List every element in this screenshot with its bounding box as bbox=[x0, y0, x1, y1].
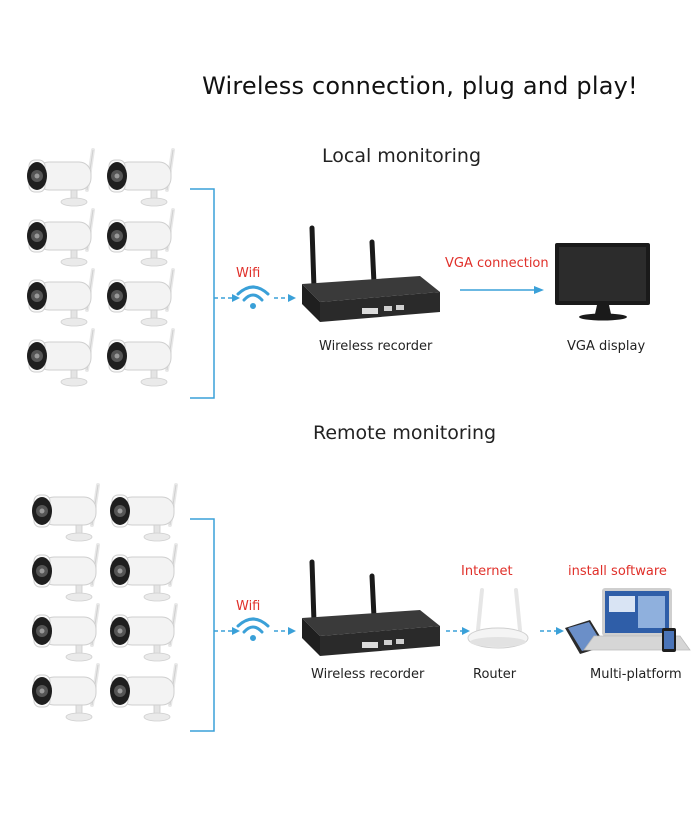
vga-arrow bbox=[460, 286, 544, 294]
local-camera-4 bbox=[105, 208, 175, 268]
vga-display-label: VGA display bbox=[567, 339, 646, 354]
local-camera-7 bbox=[25, 328, 95, 388]
local-camera-5 bbox=[25, 268, 95, 328]
remote-camera-7 bbox=[30, 663, 100, 723]
page-title: Wireless connection, plug and play! bbox=[202, 72, 638, 100]
remote-camera-8 bbox=[108, 663, 178, 723]
remote-camera-1 bbox=[30, 483, 100, 543]
local-recorder-icon bbox=[302, 228, 440, 322]
vga-monitor-icon bbox=[555, 243, 650, 321]
router-label: Router bbox=[473, 667, 517, 682]
local-monitoring-heading: Local monitoring bbox=[322, 145, 482, 167]
local-wifi-label: Wifi bbox=[236, 266, 261, 281]
remote-camera-6 bbox=[108, 603, 178, 663]
local-arrow-1 bbox=[214, 294, 240, 302]
multi-platform-devices-icon bbox=[565, 588, 691, 654]
remote-camera-5 bbox=[30, 603, 100, 663]
local-camera-8 bbox=[105, 328, 175, 388]
remote-arrow-2 bbox=[274, 627, 296, 635]
remote-wifi-icon bbox=[236, 617, 270, 643]
install-software-label: install software bbox=[568, 564, 667, 579]
remote-camera-4 bbox=[108, 543, 178, 603]
local-wifi-icon bbox=[236, 285, 270, 311]
remote-arrow-1 bbox=[214, 627, 240, 635]
local-camera-6 bbox=[105, 268, 175, 328]
local-recorder-label: Wireless recorder bbox=[319, 339, 433, 354]
remote-recorder-label: Wireless recorder bbox=[311, 667, 425, 682]
local-arrow-2 bbox=[274, 294, 296, 302]
vga-connection-label: VGA connection bbox=[445, 256, 549, 271]
internet-label: Internet bbox=[461, 564, 513, 579]
local-camera-1 bbox=[25, 148, 95, 208]
remote-recorder-icon bbox=[302, 562, 440, 656]
platform-arrow bbox=[540, 627, 564, 635]
remote-monitoring-heading: Remote monitoring bbox=[313, 422, 497, 444]
local-camera-2 bbox=[105, 148, 175, 208]
remote-connector bbox=[190, 518, 215, 732]
router-icon bbox=[467, 588, 529, 649]
local-connector bbox=[190, 188, 215, 399]
multi-platform-label: Multi-platform bbox=[590, 667, 682, 682]
router-arrow bbox=[446, 627, 470, 635]
remote-camera-2 bbox=[108, 483, 178, 543]
remote-wifi-label: Wifi bbox=[236, 599, 261, 614]
remote-camera-3 bbox=[30, 543, 100, 603]
local-camera-3 bbox=[25, 208, 95, 268]
